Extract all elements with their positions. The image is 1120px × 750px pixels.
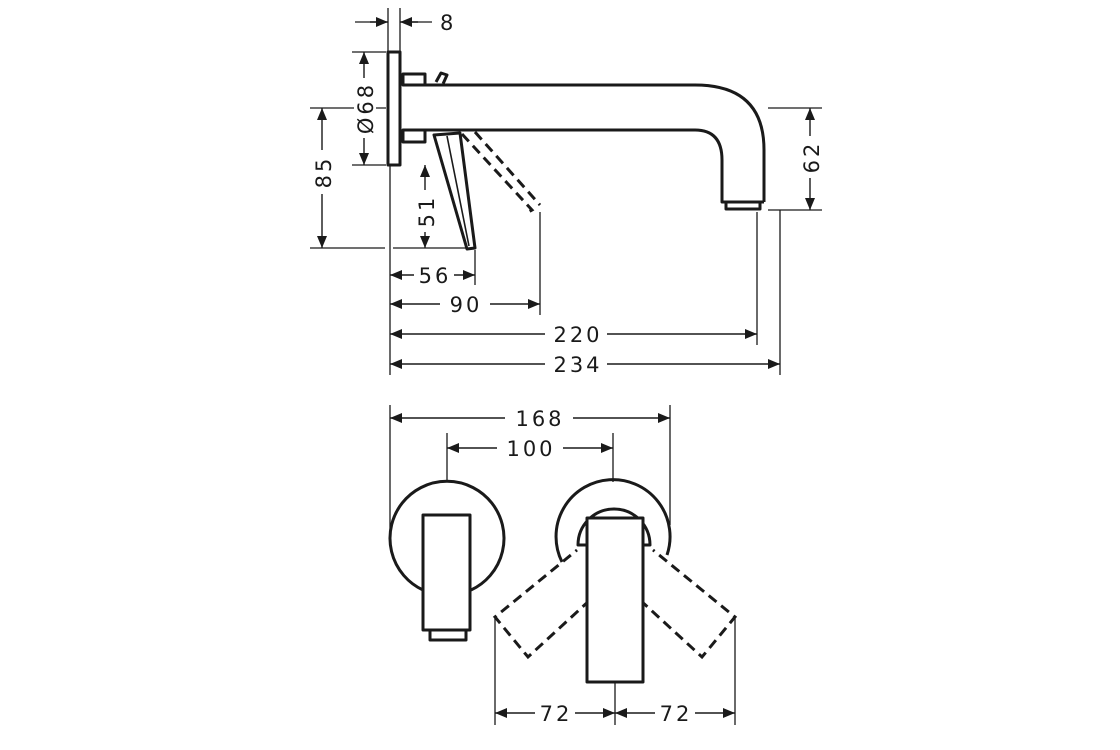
front-view: 168 100 72 72: [388, 405, 738, 726]
dim-lever-depth: 56: [419, 264, 452, 288]
dim-plate-thickness: 8: [440, 11, 456, 35]
dim-outlet-drop: 62: [800, 141, 824, 174]
dim-lever-swing-right: 72: [660, 702, 693, 726]
dim-overall-width: 168: [515, 407, 564, 431]
dim-center-distance: 100: [506, 437, 555, 461]
dim-plate-diameter: Ø68: [354, 82, 378, 134]
lever-left-dashed: [492, 548, 592, 660]
side-view: 8 Ø68 85 51 62 56 90 220 234: [310, 8, 824, 377]
wall-plate: [386, 50, 402, 167]
upper-stub: [401, 72, 427, 87]
spout-rosette: [388, 479, 506, 592]
spout-front: [421, 513, 472, 632]
lever: [432, 131, 477, 251]
spout-aerator: [428, 628, 468, 642]
dim-spout-outlet: 220: [553, 323, 602, 347]
dim-lever-height: 51: [415, 195, 439, 228]
lever-tab: [434, 71, 449, 85]
mixer-rosette: [554, 478, 672, 563]
dim-height-spout-axis: 85: [312, 156, 336, 189]
lever-right-dashed: [638, 548, 738, 660]
dim-lever-depth-open: 90: [450, 293, 483, 317]
aerator: [724, 200, 762, 211]
dim-lever-swing-left: 72: [540, 702, 573, 726]
dim-spout-length: 234: [553, 353, 602, 377]
spout: [405, 83, 766, 204]
mixer-lever: [585, 516, 645, 684]
lower-stub: [401, 128, 427, 144]
lever-open-dashed: [460, 131, 542, 216]
